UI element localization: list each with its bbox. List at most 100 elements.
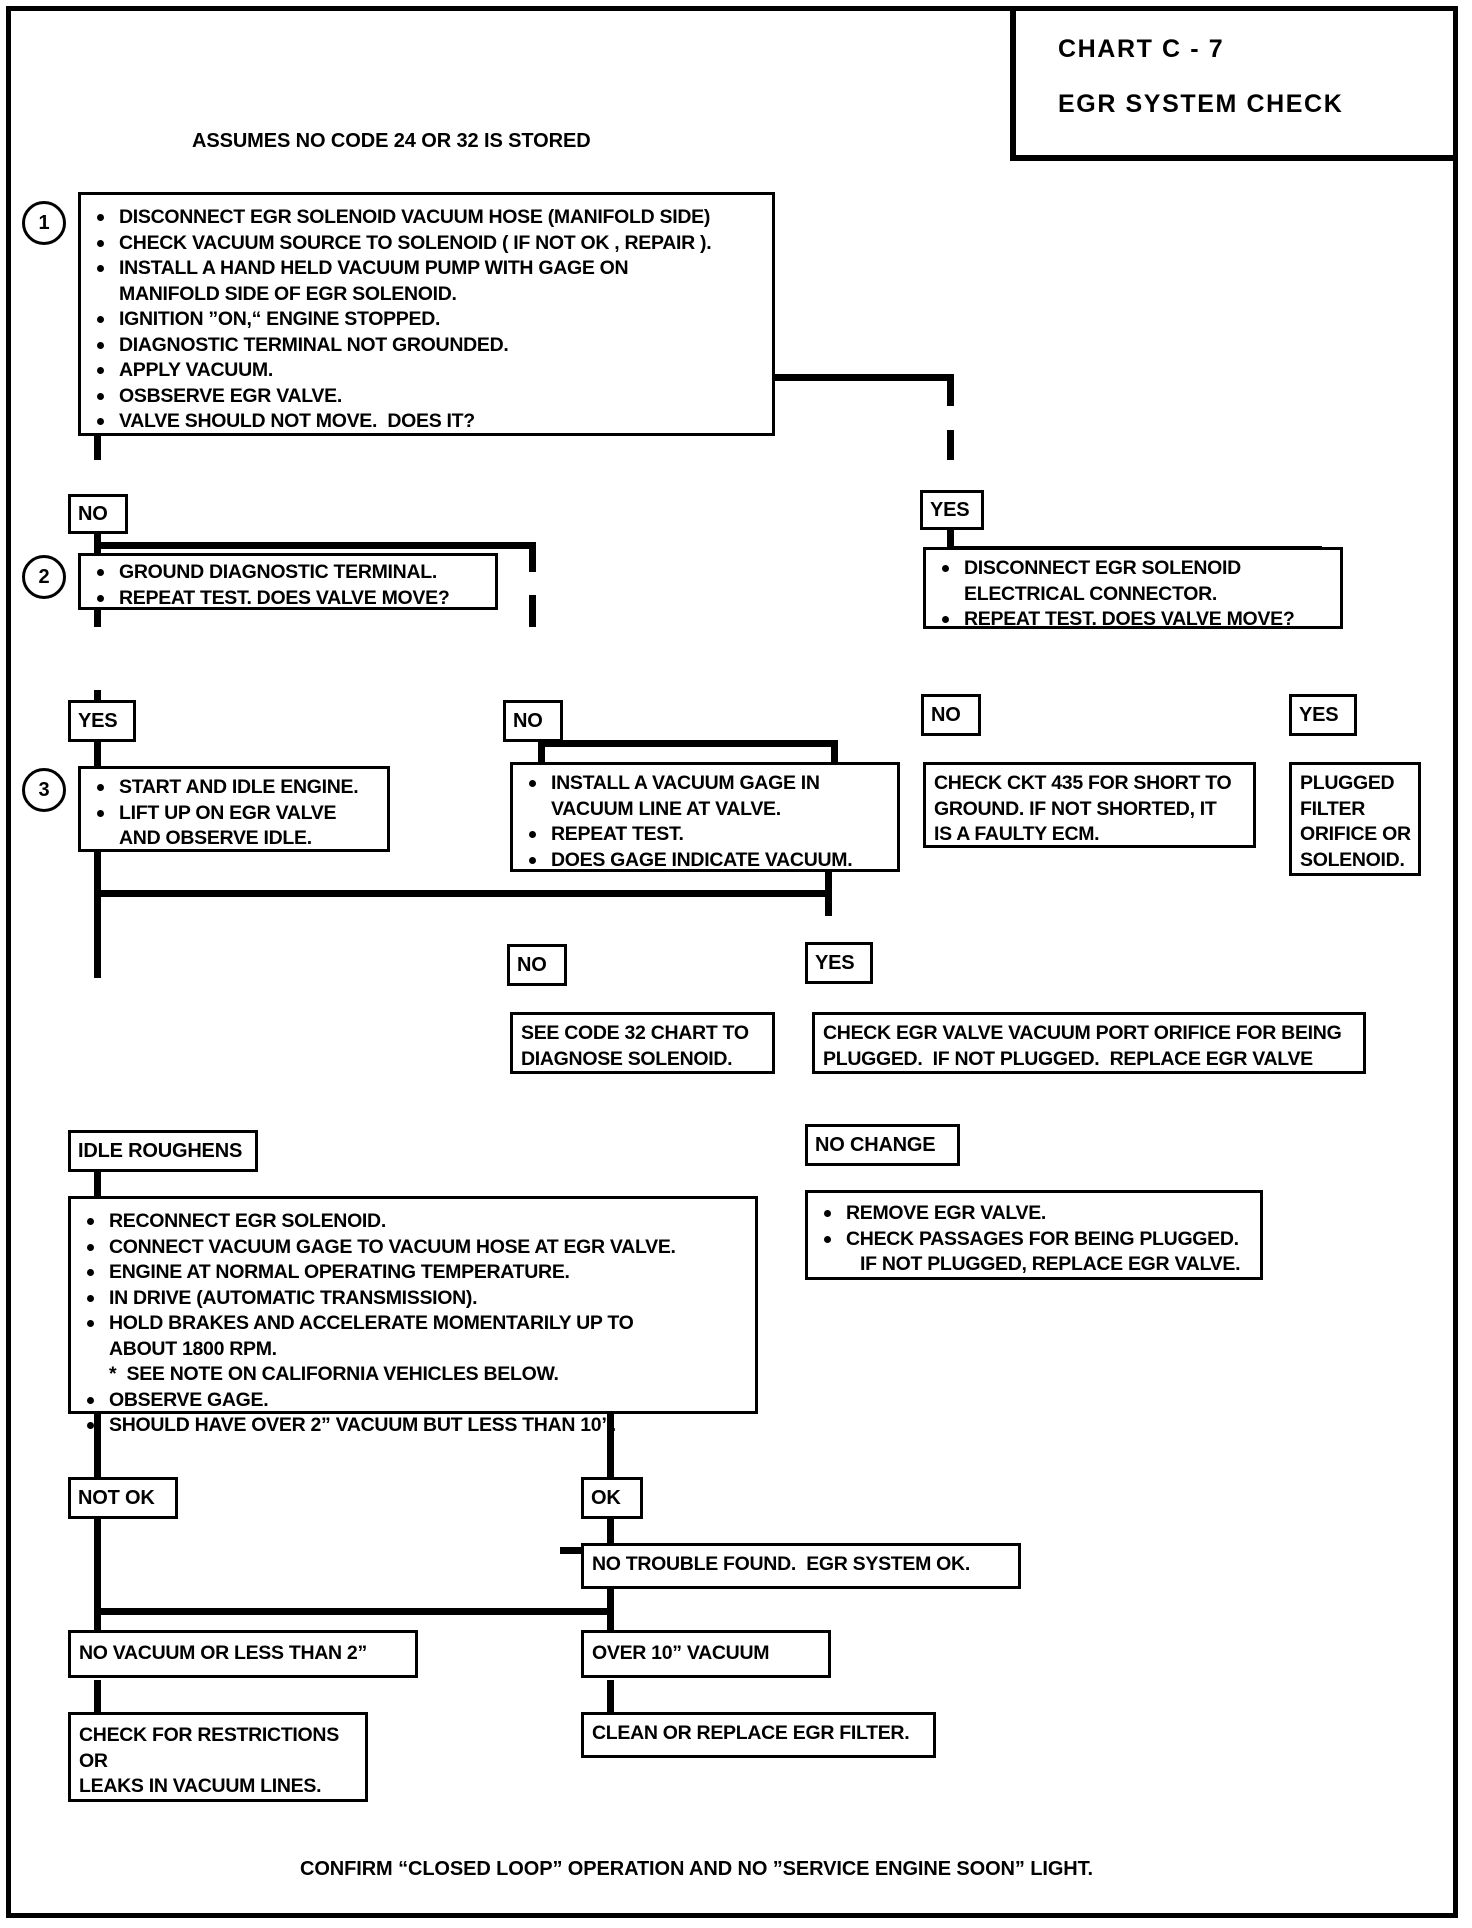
box-port-orifice-line: PLUGGED. IF NOT PLUGGED. REPLACE EGR VAL… bbox=[823, 1047, 1313, 1070]
box-step-1-item: IGNITION ”ON,“ ENGINE STOPPED. bbox=[89, 307, 772, 333]
box-remove-egr-valve: REMOVE EGR VALVE. CHECK PASSAGES FOR BEI… bbox=[805, 1190, 1263, 1280]
box-step-1-item: MANIFOLD SIDE OF EGR SOLENOID. bbox=[119, 282, 457, 305]
box-check-ckt-435-line: CHECK CKT 435 FOR SHORT TO bbox=[934, 772, 1232, 794]
connector-over10-down bbox=[607, 1608, 614, 1638]
page-border bbox=[6, 6, 1458, 1918]
tag-not-ok: NOT OK bbox=[68, 1477, 178, 1519]
box-no-trouble-found-line: NO TROUBLE FOUND. EGR SYSTEM OK. bbox=[592, 1553, 970, 1575]
tag-yes-4: YES bbox=[805, 942, 873, 984]
tag-no-4: NO bbox=[507, 944, 567, 986]
connector-notok-stem bbox=[94, 1240, 101, 1615]
tag-no-2: NO bbox=[503, 700, 563, 742]
connector-no1-to-box2 bbox=[94, 430, 101, 460]
box-no-vacuum: NO VACUUM OR LESS THAN 2” bbox=[68, 1630, 418, 1678]
tag-yes-1: YES bbox=[920, 490, 984, 530]
box-step-1-item: APPLY VACUUM. bbox=[89, 358, 772, 384]
connector-novacuum-stem bbox=[94, 1608, 101, 1638]
box-plugged-filter: PLUGGED FILTER ORIFICE OR SOLENOID. bbox=[1289, 762, 1421, 876]
box-step-1-item: DISCONNECT EGR SOLENOID VACUUM HOSE (MAN… bbox=[89, 205, 772, 231]
connector-yes2-to-box3 bbox=[94, 595, 101, 627]
box-reconnect-egr-item: CONNECT VACUUM GAGE TO VACUUM HOSE AT EG… bbox=[79, 1235, 755, 1261]
box-see-code-32-line: DIAGNOSE SOLENOID. bbox=[521, 1047, 733, 1070]
chart-id: CHART C - 7 bbox=[1058, 35, 1225, 63]
box-plugged-filter-line: PLUGGED bbox=[1300, 772, 1395, 794]
step-circle-3: 3 bbox=[22, 768, 66, 812]
box-plugged-filter-line: FILTER bbox=[1300, 797, 1365, 820]
connector-box3-to-nochange bbox=[94, 890, 832, 897]
box-clean-replace-filter: CLEAN OR REPLACE EGR FILTER. bbox=[581, 1712, 936, 1758]
box-step-2-item: REPEAT TEST. DOES VALVE MOVE? bbox=[89, 586, 495, 612]
connector-over10-to-clean bbox=[607, 1680, 614, 1714]
box-step-1: DISCONNECT EGR SOLENOID VACUUM HOSE (MAN… bbox=[78, 192, 775, 436]
box-plugged-filter-line: SOLENOID. bbox=[1300, 848, 1405, 871]
box-vacuum-gage-item: VACUUM LINE AT VALVE. bbox=[551, 797, 781, 820]
box-step-1-list: DISCONNECT EGR SOLENOID VACUUM HOSE (MAN… bbox=[89, 205, 772, 435]
box-no-vacuum-line: NO VACUUM OR LESS THAN 2” bbox=[79, 1642, 367, 1664]
chart-name: EGR SYSTEM CHECK bbox=[1058, 90, 1344, 118]
box-reconnect-egr-list: RECONNECT EGR SOLENOID. CONNECT VACUUM G… bbox=[79, 1209, 755, 1439]
box-vacuum-gage-item: REPEAT TEST. bbox=[521, 822, 897, 848]
box-vacuum-gage-item: INSTALL A VACUUM GAGE IN bbox=[521, 771, 897, 797]
tag-yes-3: YES bbox=[1289, 694, 1357, 736]
connector-nochange-stem bbox=[825, 890, 832, 916]
box-step-2-list: GROUND DIAGNOSTIC TERMINAL. REPEAT TEST.… bbox=[89, 560, 495, 611]
footer-note: CONFIRM “CLOSED LOOP” OPERATION AND NO ”… bbox=[300, 1858, 1093, 1880]
step-circle-1: 1 bbox=[22, 201, 66, 245]
box-check-restrictions: CHECK FOR RESTRICTIONS OR LEAKS IN VACUU… bbox=[68, 1712, 368, 1802]
box-port-orifice-line: CHECK EGR VALVE VACUUM PORT ORIFICE FOR … bbox=[823, 1022, 1342, 1044]
connector-over10-stem bbox=[607, 1582, 614, 1612]
box-plugged-filter-line: ORIFICE OR bbox=[1300, 823, 1411, 845]
box-check-ckt-435-line: IS A FAULTY ECM. bbox=[934, 823, 1100, 845]
connector-box2-split bbox=[94, 542, 536, 549]
box-step-3-item: AND OBSERVE IDLE. bbox=[119, 827, 312, 849]
box-vacuum-gage: INSTALL A VACUUM GAGE IN VACUUM LINE AT … bbox=[510, 762, 900, 872]
box-check-restrictions-line: CHECK FOR RESTRICTIONS bbox=[79, 1724, 339, 1746]
box-reconnect-egr: RECONNECT EGR SOLENOID. CONNECT VACUUM G… bbox=[68, 1196, 758, 1436]
connector-box2-stem bbox=[94, 505, 101, 575]
box-step-1-item: INSTALL A HAND HELD VACUUM PUMP WITH GAG… bbox=[89, 256, 772, 282]
box-reconnect-egr-item: SHOULD HAVE OVER 2” VACUUM BUT LESS THAN… bbox=[79, 1413, 755, 1439]
box-reconnect-egr-item: * SEE NOTE ON CALIFORNIA VEHICLES BELOW. bbox=[109, 1363, 559, 1385]
tag-no-change: NO CHANGE bbox=[805, 1124, 960, 1166]
box-check-restrictions-line: OR bbox=[79, 1749, 108, 1772]
box-vacuum-gage-list: INSTALL A VACUUM GAGE IN VACUUM LINE AT … bbox=[521, 771, 897, 873]
connector-yes1-to-box bbox=[947, 430, 954, 460]
box-reconnect-egr-item: IN DRIVE (AUTOMATIC TRANSMISSION). bbox=[79, 1286, 755, 1312]
connector-novacuum-to-check bbox=[94, 1680, 101, 1714]
connector-gage-split bbox=[538, 740, 838, 747]
tag-no-1: NO bbox=[68, 494, 128, 534]
box-remove-egr-valve-item: REMOVE EGR VALVE. bbox=[816, 1201, 1260, 1227]
box-check-ckt-435: CHECK CKT 435 FOR SHORT TO GROUND. IF NO… bbox=[923, 762, 1256, 848]
box-clean-replace-filter-line: CLEAN OR REPLACE EGR FILTER. bbox=[592, 1722, 910, 1744]
box-disconnect-connector: DISCONNECT EGR SOLENOID ELECTRICAL CONNE… bbox=[923, 547, 1343, 630]
box-step-3-list: START AND IDLE ENGINE. LIFT UP ON EGR VA… bbox=[89, 775, 387, 852]
box-step-3-item: START AND IDLE ENGINE. bbox=[89, 775, 387, 801]
connector-idle-to-reconnect bbox=[94, 950, 101, 978]
connector-yes1-stem bbox=[947, 374, 954, 406]
box-step-1-item: VALVE SHOULD NOT MOVE. DOES IT? bbox=[89, 409, 772, 435]
box-vacuum-gage-item: DOES GAGE INDICATE VACUUM. bbox=[521, 848, 897, 874]
assumption-heading: ASSUMES NO CODE 24 OR 32 IS STORED bbox=[192, 130, 591, 152]
box-step-2: GROUND DIAGNOSTIC TERMINAL. REPEAT TEST.… bbox=[78, 553, 498, 610]
connector-gage-stem bbox=[538, 718, 545, 798]
connector-no2-to-gage bbox=[529, 595, 536, 627]
box-port-orifice: CHECK EGR VALVE VACUUM PORT ORIFICE FOR … bbox=[812, 1012, 1366, 1074]
box-remove-egr-valve-item: IF NOT PLUGGED, REPLACE EGR VALVE. bbox=[860, 1253, 1241, 1275]
box-disconnect-connector-list: DISCONNECT EGR SOLENOID ELECTRICAL CONNE… bbox=[934, 556, 1340, 633]
box-step-1-item: DIAGNOSTIC TERMINAL NOT GROUNDED. bbox=[89, 333, 772, 359]
tag-ok: OK bbox=[581, 1477, 643, 1519]
box-see-code-32-line: SEE CODE 32 CHART TO bbox=[521, 1022, 749, 1044]
box-over-10-vacuum-line: OVER 10” VACUUM bbox=[592, 1642, 770, 1664]
box-remove-egr-valve-item: CHECK PASSAGES FOR BEING PLUGGED. bbox=[816, 1227, 1260, 1253]
box-disconnect-connector-item: ELECTRICAL CONNECTOR. bbox=[964, 582, 1217, 605]
box-step-2-item: GROUND DIAGNOSTIC TERMINAL. bbox=[89, 560, 495, 586]
connector-yes4-stem bbox=[831, 740, 838, 768]
box-reconnect-egr-item: ENGINE AT NORMAL OPERATING TEMPERATURE. bbox=[79, 1260, 755, 1286]
box-reconnect-egr-item: RECONNECT EGR SOLENOID. bbox=[79, 1209, 755, 1235]
step-circle-2: 2 bbox=[22, 555, 66, 599]
connector-bottom-split bbox=[94, 1608, 614, 1615]
box-step-1-item: OSBSERVE EGR VALVE. bbox=[89, 384, 772, 410]
box-step-3: START AND IDLE ENGINE. LIFT UP ON EGR VA… bbox=[78, 766, 390, 852]
tag-yes-2: YES bbox=[68, 700, 136, 742]
